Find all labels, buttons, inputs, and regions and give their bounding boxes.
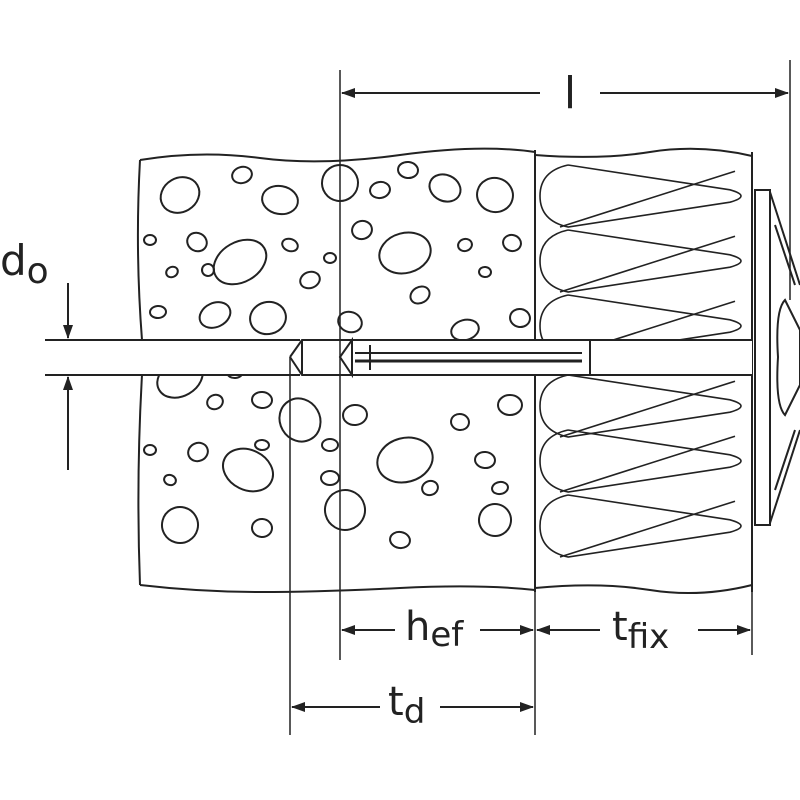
stone: [337, 310, 363, 334]
stone: [198, 301, 232, 329]
stone: [251, 390, 273, 410]
label-td: td: [388, 679, 425, 732]
stone: [428, 173, 462, 203]
dimension-drill-diameter: do: [0, 236, 73, 470]
insulation-fiber: [539, 429, 742, 493]
label-tfix: tfix: [612, 604, 669, 657]
stone: [254, 438, 270, 452]
stone: [149, 304, 167, 320]
stone: [509, 307, 531, 329]
stone: [502, 233, 522, 253]
dimension-total-length: l: [341, 68, 789, 119]
stone: [159, 176, 201, 214]
dimension-fixture-thickness: tfix: [536, 604, 751, 657]
stone: [457, 237, 473, 253]
stone: [491, 480, 509, 496]
stone: [369, 180, 391, 200]
insulation-fiber: [539, 229, 742, 293]
stone: [187, 441, 209, 463]
stone: [231, 165, 253, 185]
stone: [321, 438, 339, 452]
stone: [281, 237, 299, 253]
stone: [376, 436, 434, 484]
stone: [478, 265, 492, 279]
stone: [321, 164, 359, 202]
stone: [497, 394, 523, 416]
stone: [201, 263, 215, 277]
insulation-fiber: [539, 374, 742, 438]
stone: [163, 473, 177, 487]
stone: [212, 238, 268, 286]
stone: [186, 231, 208, 253]
stone: [320, 470, 340, 486]
stone: [249, 300, 287, 336]
stone: [478, 503, 512, 537]
stone: [378, 231, 432, 275]
label-hef: hef: [405, 604, 464, 655]
stone: [397, 160, 419, 180]
anchor: [0, 189, 800, 526]
stone: [389, 530, 411, 550]
stone: [450, 412, 470, 432]
stone: [323, 252, 337, 264]
stone: [251, 517, 273, 539]
stone: [409, 285, 431, 305]
dimension-drill-depth: td: [291, 679, 534, 732]
stone: [421, 479, 439, 497]
insulation-fiber: [539, 164, 742, 228]
stone: [222, 447, 274, 493]
stone: [299, 270, 321, 290]
label-d0: do: [0, 236, 49, 292]
label-l: l: [564, 68, 576, 119]
stone: [143, 234, 157, 246]
stone: [165, 265, 179, 279]
dimension-embedment-depth: hef: [341, 604, 534, 655]
aggregate-stones: [143, 160, 531, 550]
stone: [278, 397, 322, 443]
insulation-fiber: [539, 494, 742, 558]
stone: [342, 403, 368, 427]
stone: [143, 444, 157, 456]
stone: [324, 489, 366, 531]
stone: [161, 506, 199, 544]
stone: [351, 219, 373, 241]
stone: [474, 450, 496, 470]
stone: [261, 184, 299, 216]
stone: [206, 393, 224, 411]
stone: [476, 176, 514, 214]
